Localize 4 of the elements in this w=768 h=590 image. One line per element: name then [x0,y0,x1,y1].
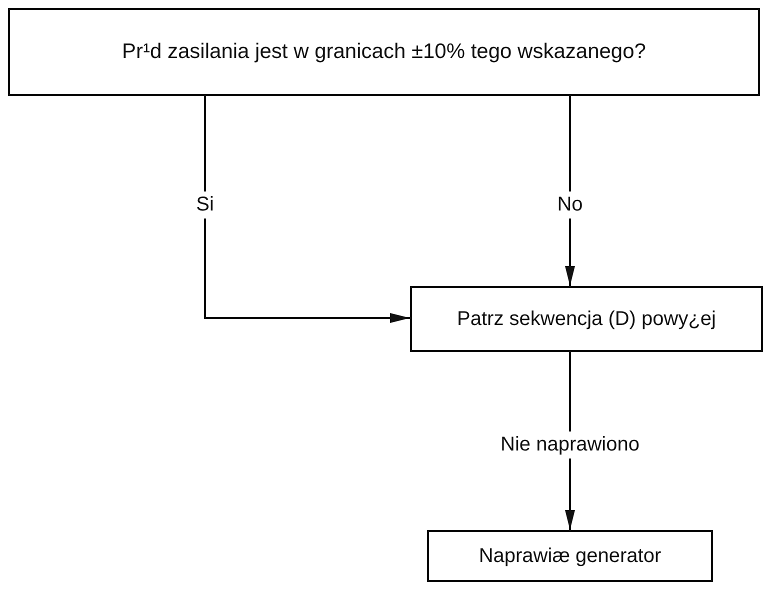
arrow [204,96,410,323]
process-box: Pr¹d zasilania jest w granicach ±10% tego wskazanego? [8,8,760,96]
process-box: Naprawiæ generator [427,530,713,582]
process-box: Patrz sekwencja (D) powy¿ej [410,286,763,352]
